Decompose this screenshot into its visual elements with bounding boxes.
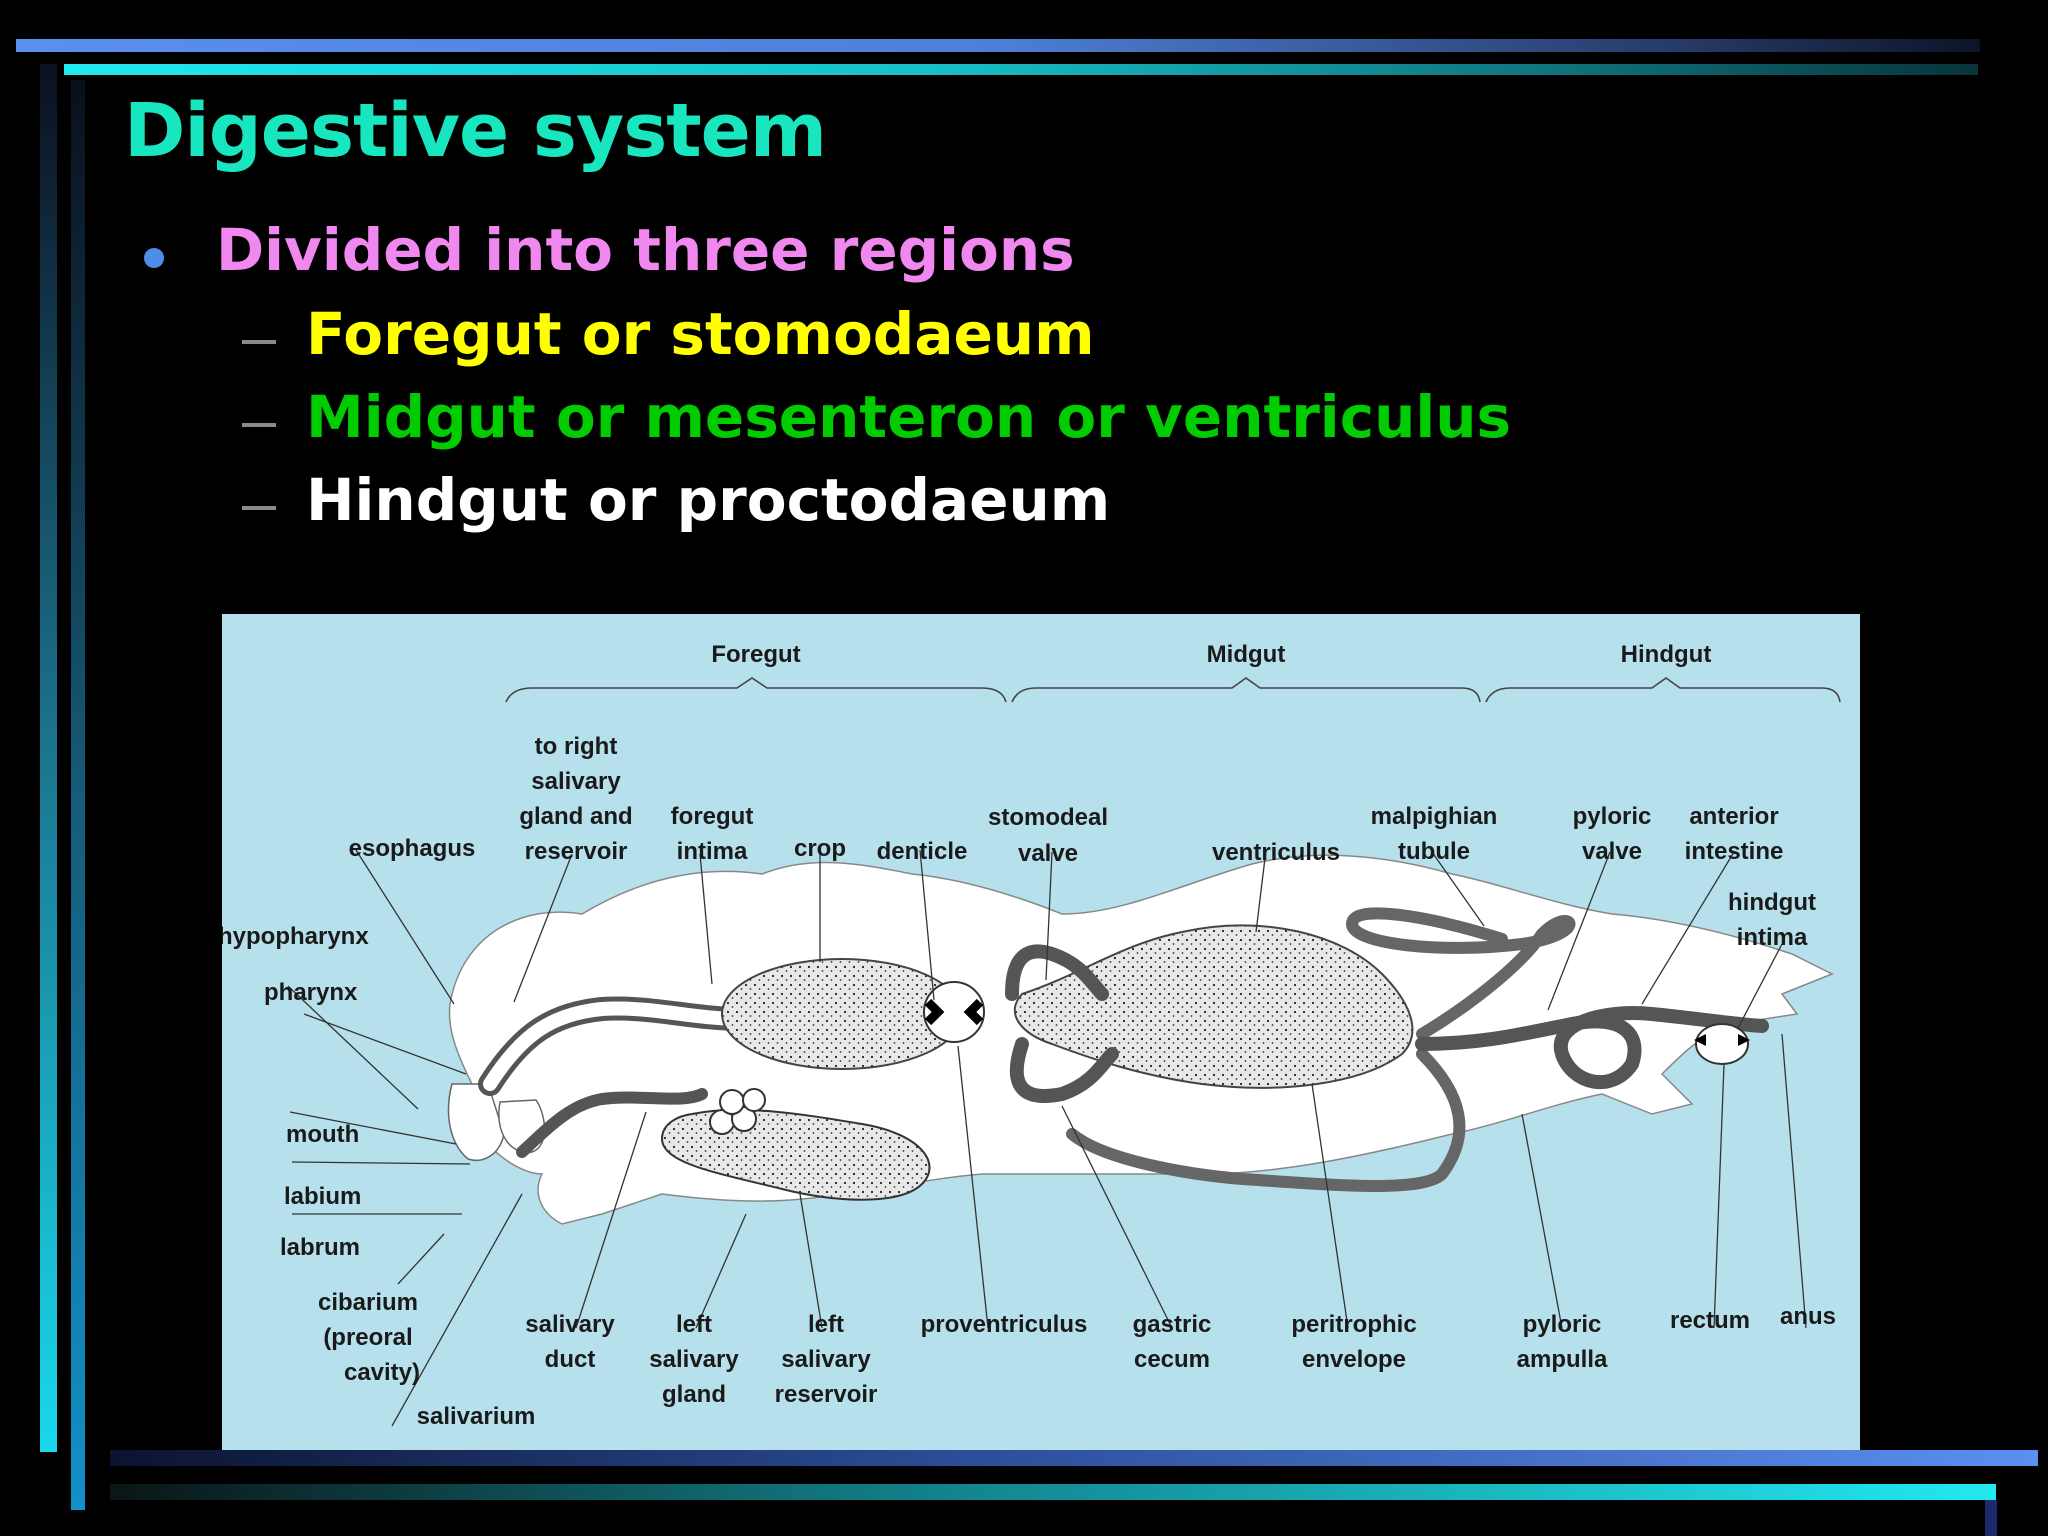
foregut-tube-inner bbox=[483, 1001, 749, 1091]
slide-title: Digestive system bbox=[124, 88, 827, 174]
left-decor-bar-outer bbox=[40, 64, 57, 1452]
rectum-shape bbox=[1695, 1023, 1749, 1065]
label-pyloric-ampulla-2: ampulla bbox=[1517, 1346, 1608, 1373]
sub-bullet-hindgut: Hindgut or proctodaeum bbox=[306, 466, 1111, 534]
region-label-hindgut: Hindgut bbox=[1621, 641, 1712, 668]
gastric-cecum-lower bbox=[1009, 1037, 1119, 1103]
label-esophagus: esophagus bbox=[349, 835, 476, 862]
dash-icon bbox=[242, 340, 276, 344]
gastric-cecum-upper bbox=[1005, 944, 1109, 1001]
label-mouth: mouth bbox=[286, 1121, 359, 1148]
label-salivary-duct-2: duct bbox=[545, 1346, 596, 1373]
digestive-system-diagram: Foregut Midgut Hindgut bbox=[222, 614, 1860, 1450]
hindgut-brace bbox=[1485, 677, 1841, 703]
label-malpighian-tubule-1: malpighian bbox=[1371, 803, 1498, 830]
label-cibarium-2: (preoral bbox=[323, 1324, 412, 1351]
left-decor-bar-inner bbox=[71, 80, 85, 1510]
label-left-salivary-reservoir-3: reservoir bbox=[775, 1381, 878, 1408]
label-cibarium-1: cibarium bbox=[318, 1289, 418, 1316]
label-stomodeal-valve-1: stomodeal bbox=[988, 804, 1108, 831]
bottom-decor-bar-cyan bbox=[110, 1484, 1996, 1500]
label-ventriculus: ventriculus bbox=[1212, 839, 1340, 866]
labium-shape bbox=[447, 1083, 505, 1161]
label-pyloric-ampulla-1: pyloric bbox=[1523, 1311, 1602, 1338]
label-left-salivary-gland-1: left bbox=[676, 1311, 712, 1338]
sub-bullet-midgut: Midgut or mesenteron or ventriculus bbox=[306, 383, 1512, 451]
label-left-salivary-gland-3: gland bbox=[662, 1381, 726, 1408]
rectum-pads bbox=[1694, 1034, 1750, 1046]
top-decor-bar-cyan bbox=[64, 64, 1978, 75]
label-proventriculus: proventriculus bbox=[921, 1311, 1088, 1338]
label-gastric-cecum-2: cecum bbox=[1134, 1346, 1210, 1373]
foregut-brace bbox=[505, 677, 1007, 703]
label-salivary-duct-1: salivary bbox=[525, 1311, 615, 1338]
label-foregut-intima-1: foregut bbox=[671, 803, 754, 830]
label-hindgut-intima-1: hindgut bbox=[1728, 889, 1816, 916]
label-left-salivary-reservoir-1: left bbox=[808, 1311, 844, 1338]
label-pyloric-valve-2: valve bbox=[1582, 838, 1642, 865]
proventriculus-shape bbox=[923, 981, 985, 1043]
label-to-right-salivary-2: salivary bbox=[531, 768, 621, 795]
midgut-brace bbox=[1011, 677, 1481, 703]
label-cibarium-3: cavity) bbox=[344, 1359, 420, 1386]
label-pyloric-valve-1: pyloric bbox=[1573, 803, 1652, 830]
bullet-main: Divided into three regions bbox=[216, 216, 1075, 284]
hindgut-tube bbox=[1415, 1006, 1769, 1089]
label-anus: anus bbox=[1780, 1303, 1836, 1330]
label-gastric-cecum-1: gastric bbox=[1133, 1311, 1212, 1338]
region-label-midgut: Midgut bbox=[1207, 641, 1286, 668]
bottom-decor-bar-blue bbox=[110, 1450, 2038, 1466]
region-braces bbox=[505, 677, 1841, 703]
label-anterior-intestine-1: anterior bbox=[1689, 803, 1778, 830]
top-decor-bar-blue bbox=[16, 39, 1980, 52]
label-crop: crop bbox=[794, 835, 846, 862]
label-labium: labium bbox=[284, 1183, 361, 1210]
label-rectum: rectum bbox=[1670, 1307, 1750, 1334]
sub-bullet-foregut: Foregut or stomodaeum bbox=[306, 300, 1095, 368]
label-anterior-intestine-2: intestine bbox=[1685, 838, 1784, 865]
dash-icon bbox=[242, 506, 276, 510]
leader-lines bbox=[287, 849, 1807, 1427]
region-label-foregut: Foregut bbox=[711, 641, 800, 668]
label-pharynx: pharynx bbox=[264, 979, 358, 1006]
label-to-right-salivary-4: reservoir bbox=[525, 838, 628, 865]
left-salivary-reservoir-shape bbox=[709, 1088, 766, 1135]
label-left-salivary-reservoir-2: salivary bbox=[781, 1346, 871, 1373]
label-hindgut-intima-2: intima bbox=[1737, 924, 1808, 951]
dash-icon bbox=[242, 423, 276, 427]
label-labrum: labrum bbox=[280, 1234, 360, 1261]
label-peritrophic-envelope-2: envelope bbox=[1302, 1346, 1406, 1373]
label-malpighian-tubule-2: tubule bbox=[1398, 838, 1470, 865]
label-left-salivary-gland-2: salivary bbox=[649, 1346, 739, 1373]
salivary-duct-shape bbox=[516, 1088, 708, 1158]
ventriculus-shape bbox=[1013, 924, 1414, 1089]
label-hypopharynx: hypopharynx bbox=[222, 923, 369, 950]
bullet-dot-icon bbox=[144, 248, 164, 268]
bottom-right-decor-block bbox=[1985, 1500, 1997, 1536]
label-peritrophic-envelope-1: peritrophic bbox=[1291, 1311, 1416, 1338]
label-foregut-intima-2: intima bbox=[677, 838, 748, 865]
label-to-right-salivary-3: gland and bbox=[519, 803, 632, 830]
malpighian-tubule-upper bbox=[1345, 907, 1576, 1040]
label-stomodeal-valve-2: valve bbox=[1018, 840, 1078, 867]
label-to-right-salivary-1: to right bbox=[535, 733, 618, 760]
malpighian-tubule-lower bbox=[1066, 1048, 1466, 1192]
label-salivarium: salivarium bbox=[417, 1403, 536, 1430]
label-denticle: denticle bbox=[877, 838, 968, 865]
